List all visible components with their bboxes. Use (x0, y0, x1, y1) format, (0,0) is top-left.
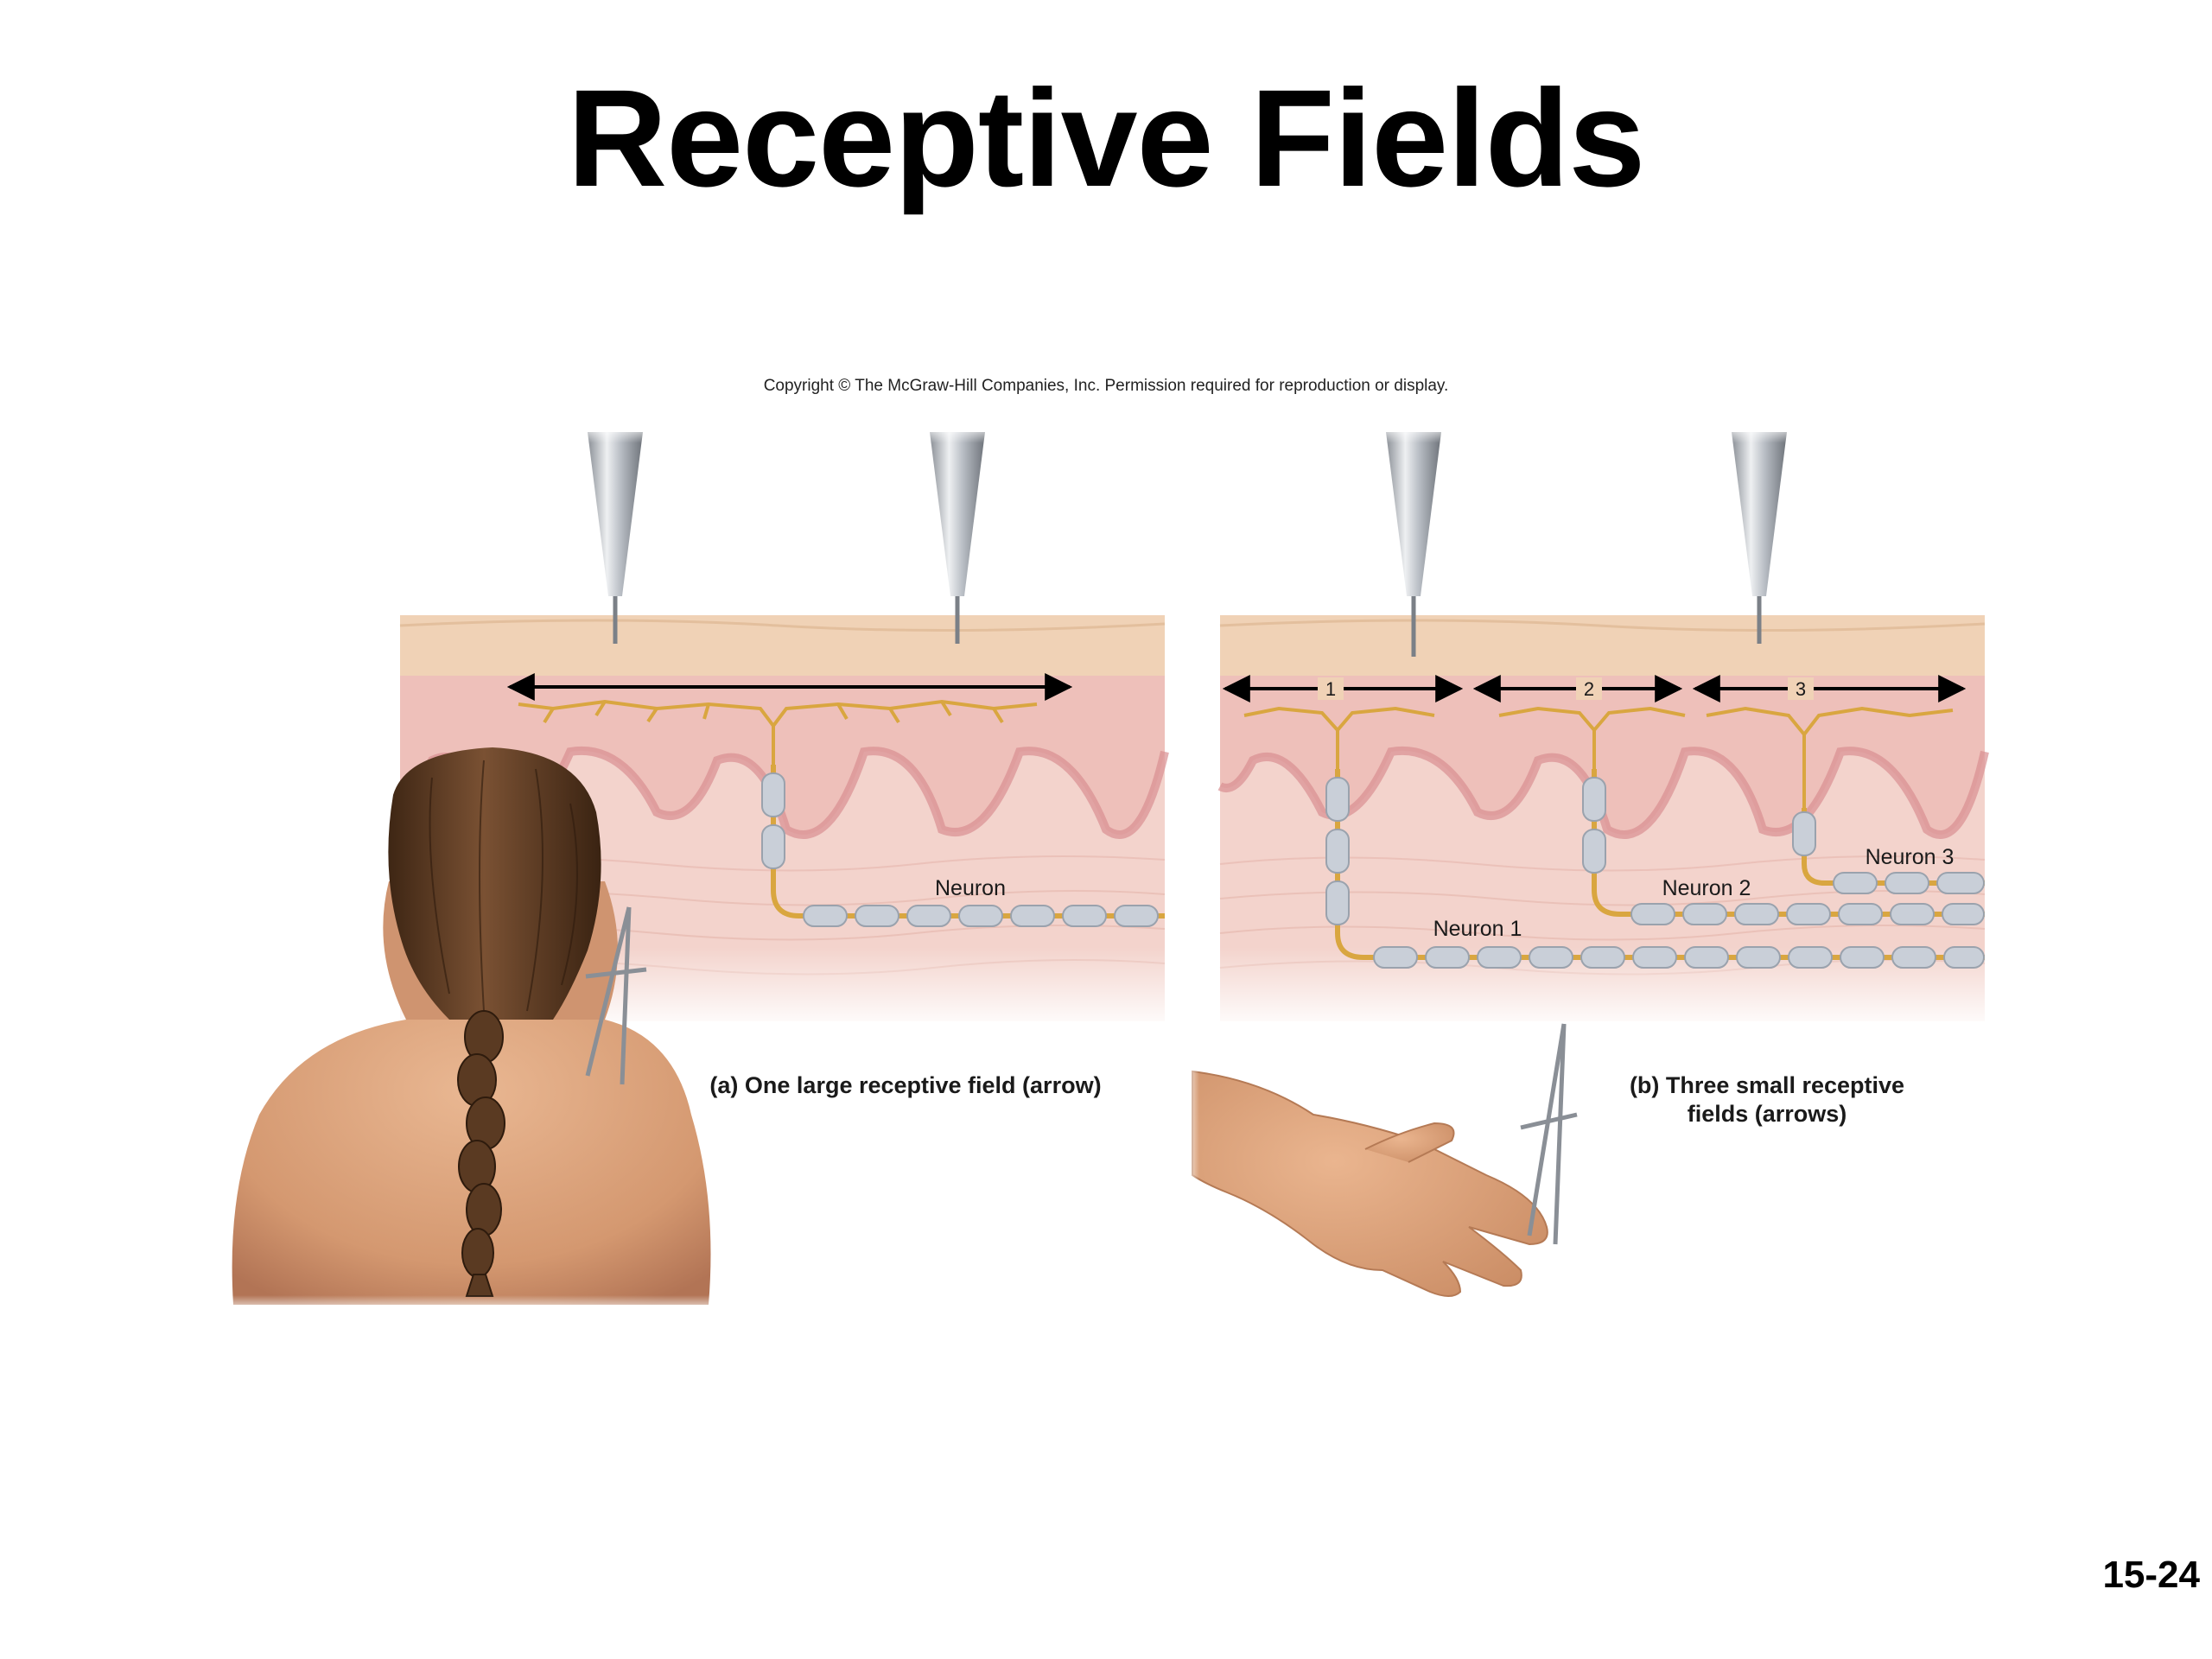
panel-b-myelin-sheaths (1325, 777, 1985, 969)
panel-b-probe-right (1723, 423, 1796, 644)
panel-b-nerve-endings (1243, 706, 1954, 808)
page-title: Receptive Fields (567, 60, 1646, 215)
panel-a-probe-right (921, 423, 994, 644)
panel-a-neuron-label: Neuron (935, 876, 1006, 900)
field-number-3: 3 (1796, 678, 1806, 700)
neuron-2-label: Neuron 2 (1662, 876, 1751, 900)
neuron-3-label: Neuron 3 (1866, 845, 1955, 869)
panel-b-probe-left (1377, 423, 1450, 657)
panel-a-myelin-sheath (761, 772, 1159, 927)
panel-a-caption: (a) One large receptive field (arrow) (709, 1072, 1101, 1098)
copyright-notice: Copyright © The McGraw-Hill Companies, I… (763, 377, 1449, 395)
panel-b-caption-line-2: fields (arrows) (1688, 1101, 1847, 1127)
woman-back-illustration (216, 747, 734, 1313)
panel-a-probe-left (579, 423, 652, 644)
field-number-2: 2 (1584, 678, 1594, 700)
panel-a-nerve-endings (518, 699, 1038, 765)
slide-number: 15-24 (2102, 1554, 2200, 1596)
hand-illustration (1184, 1023, 1578, 1297)
neuron-1-label: Neuron 1 (1433, 917, 1522, 941)
panel-a-skin-block (397, 615, 1169, 1030)
field-number-1: 1 (1325, 678, 1336, 700)
panel-b-caption-line-1: (b) Three small receptive (1630, 1072, 1904, 1098)
panel-b-skin-block: 1 2 3 (1217, 615, 1989, 1030)
